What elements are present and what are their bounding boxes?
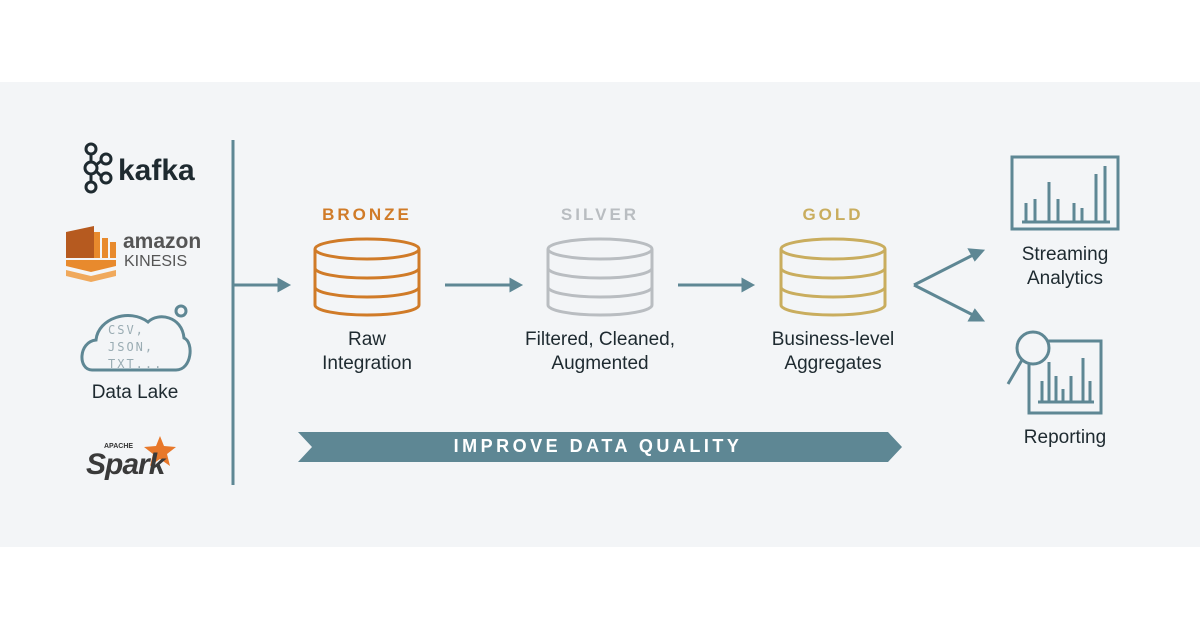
silver-cylinder-icon <box>546 237 654 317</box>
silver-description: Filtered, Cleaned, Augmented <box>490 328 710 376</box>
format-txt: TXT... <box>108 357 164 371</box>
gold-desc-line1: Business-level <box>771 329 895 350</box>
spark-logo-small-text: APACHE <box>104 443 134 450</box>
spark-logo-text: Spark <box>86 448 165 481</box>
silver-desc-line1: Filtered, Cleaned, <box>525 329 675 350</box>
spark-icon <box>144 436 176 466</box>
bronze-desc-line2: Integration <box>322 353 412 374</box>
format-csv: CSV, <box>108 323 145 337</box>
streaming-analytics-icon <box>1010 155 1120 231</box>
reporting-label: Reporting <box>1023 427 1107 448</box>
silver-title: SILVER <box>560 205 640 224</box>
kafka-icon <box>83 142 113 194</box>
silver-desc-line2: Augmented <box>551 353 649 374</box>
format-json: JSON, <box>108 340 155 354</box>
bronze-cylinder-icon <box>313 237 421 317</box>
kinesis-logo-text-1: amazon <box>123 230 202 253</box>
data-lake-label: Data Lake <box>91 382 179 403</box>
bronze-desc-line1: Raw <box>347 329 386 350</box>
cloud-icon <box>80 304 192 372</box>
reporting-icon <box>1006 330 1103 415</box>
kinesis-icon <box>66 226 116 282</box>
flow-arrows <box>233 248 986 322</box>
gold-cylinder-icon <box>779 237 887 317</box>
bronze-title: BRONZE <box>322 205 412 224</box>
gold-title: GOLD <box>802 205 864 224</box>
data-lake-formats: CSV, JSON, TXT... <box>108 322 163 373</box>
banner-text: IMPROVE DATA QUALITY <box>453 436 743 456</box>
kafka-logo-text: kafka <box>118 154 195 187</box>
streaming-label-line1: Streaming <box>1021 244 1109 265</box>
kinesis-logo-text-2: KINESIS <box>124 253 188 270</box>
gold-desc-line2: Aggregates <box>784 353 882 374</box>
streaming-label-line2: Analytics <box>1026 268 1104 289</box>
improve-quality-banner <box>298 432 902 462</box>
